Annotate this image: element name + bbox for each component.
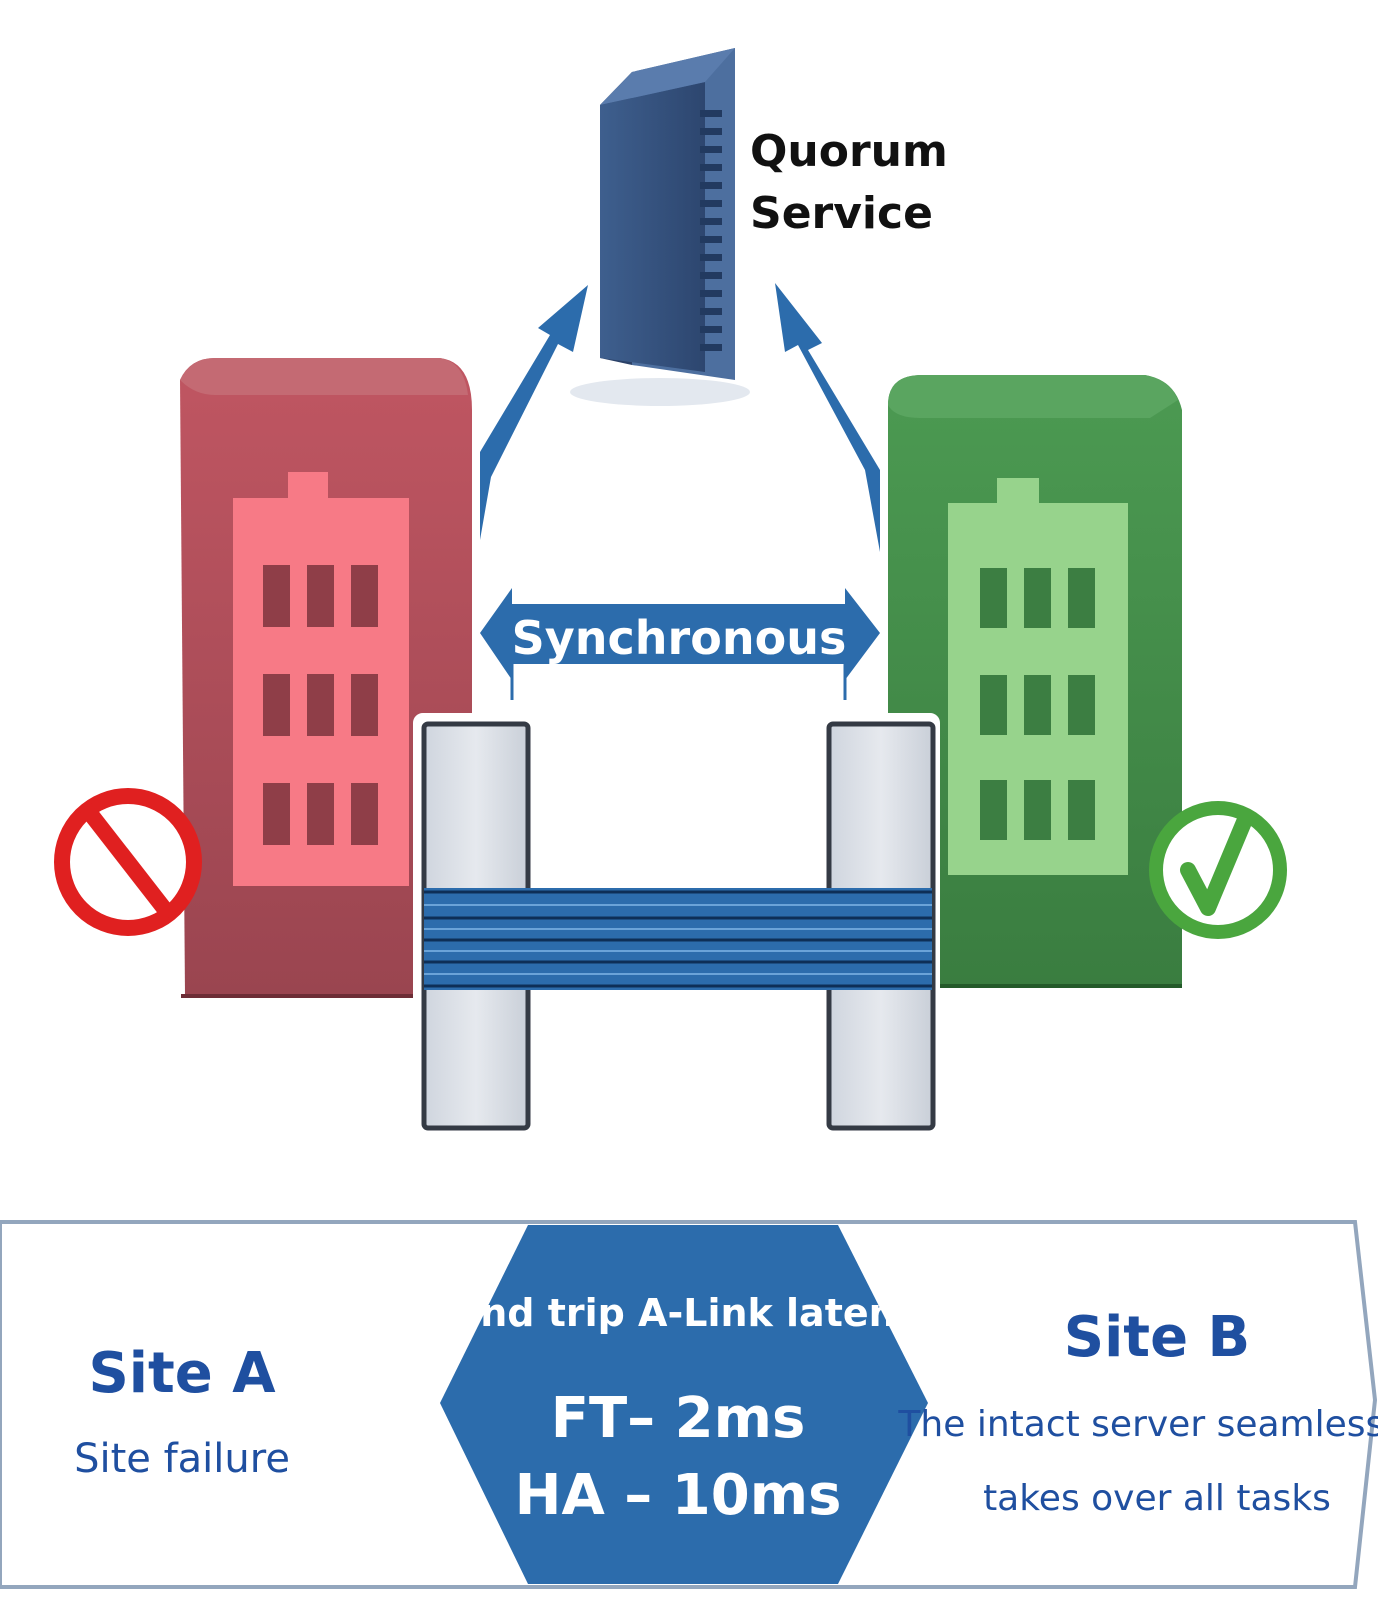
- prohibited-icon: [54, 788, 202, 936]
- quorum-server-icon: [570, 48, 750, 406]
- latency-ha-value: HA – 10ms: [515, 1463, 842, 1528]
- latency-title: Round trip A-Link latency:: [398, 1291, 958, 1335]
- site-a-building-icon: [180, 358, 472, 998]
- arrow-site-a-to-quorum-icon: [480, 285, 588, 540]
- site-b-title: Site B: [1064, 1305, 1250, 1370]
- site-a-status: Site failure: [74, 1436, 290, 1482]
- site-a-title: Site A: [88, 1341, 276, 1406]
- quorum-label-line2: Service: [750, 188, 933, 239]
- quorum-service-label: Quorum Service: [750, 126, 948, 239]
- latency-hexagon: [440, 1225, 928, 1584]
- info-banner: [0, 1220, 1378, 1589]
- synchronous-label: Synchronous: [512, 611, 847, 665]
- quorum-label-line1: Quorum: [750, 126, 948, 177]
- site-b-status-line2: takes over all tasks: [983, 1478, 1331, 1519]
- latency-ft-value: FT– 2ms: [551, 1386, 806, 1451]
- arrow-site-b-to-quorum-icon: [775, 283, 880, 552]
- synchronous-link-arrow-icon: [480, 588, 880, 700]
- site-b-building-icon: [888, 375, 1182, 988]
- site-b-status-line1: The intact server seamlessly: [897, 1404, 1378, 1445]
- storage-link-bridge-icon: [413, 713, 940, 1135]
- checkmark-icon: [1149, 801, 1287, 939]
